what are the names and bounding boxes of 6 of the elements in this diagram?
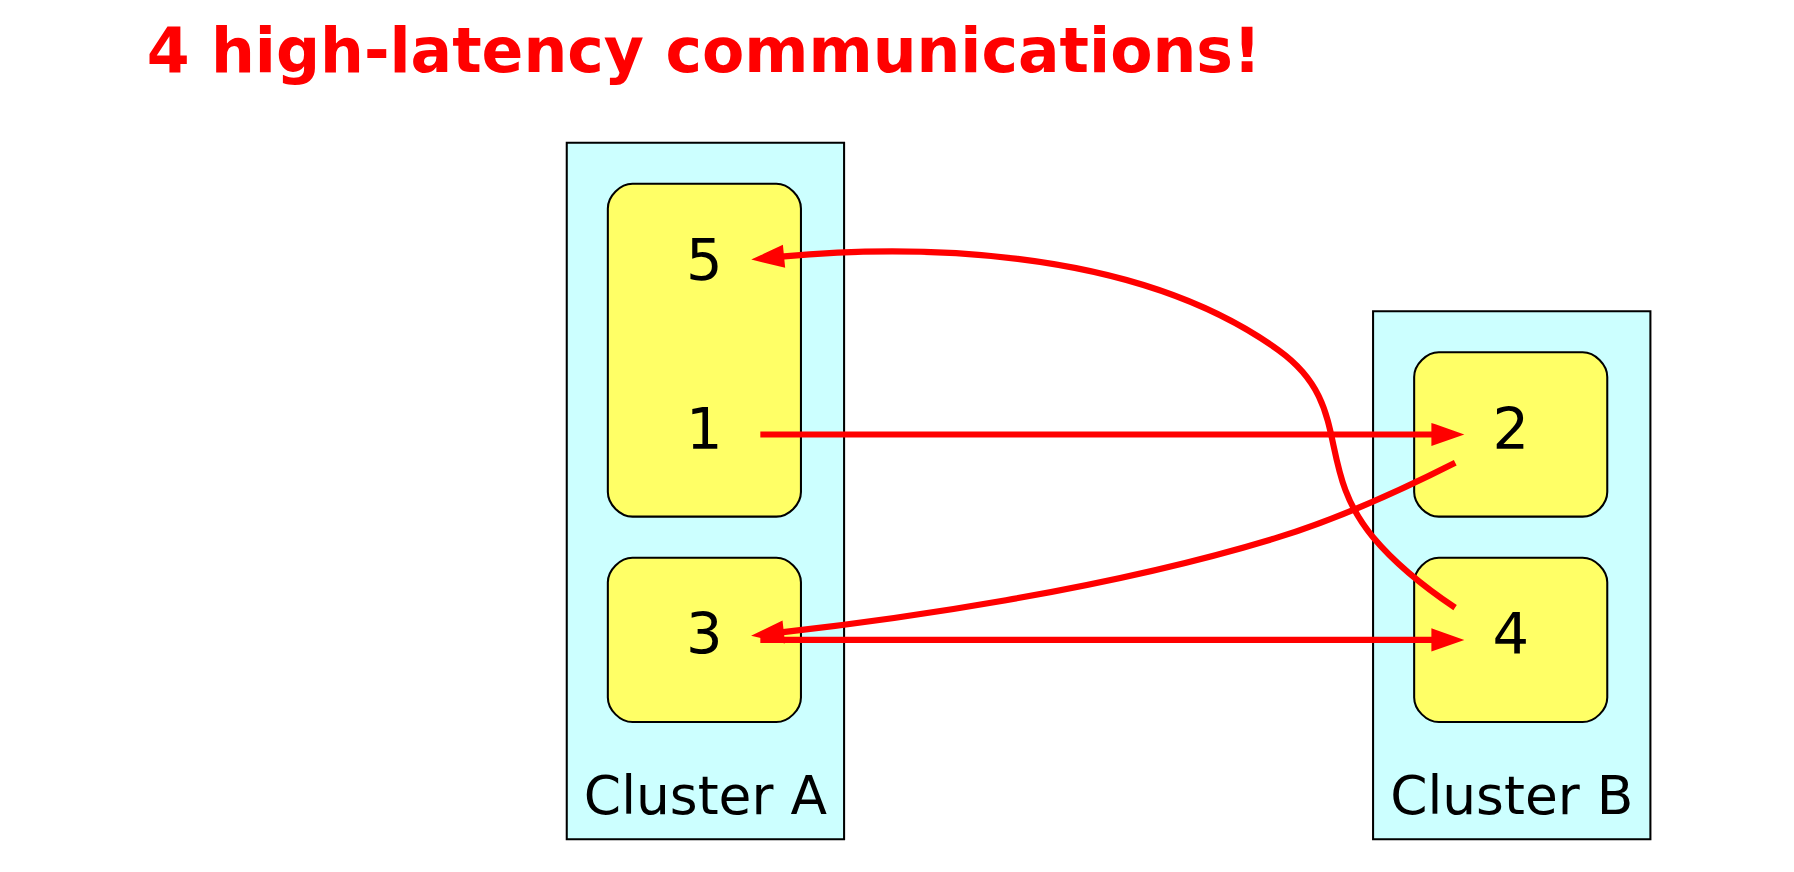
label: 4 high-latency communications! xyxy=(146,14,1261,87)
node-text: 5 xyxy=(685,227,723,295)
node-text: 2 xyxy=(1491,395,1529,463)
node-text: 3 xyxy=(685,601,723,669)
node-text: 4 xyxy=(1491,601,1529,669)
node-text: 1 xyxy=(685,395,723,463)
